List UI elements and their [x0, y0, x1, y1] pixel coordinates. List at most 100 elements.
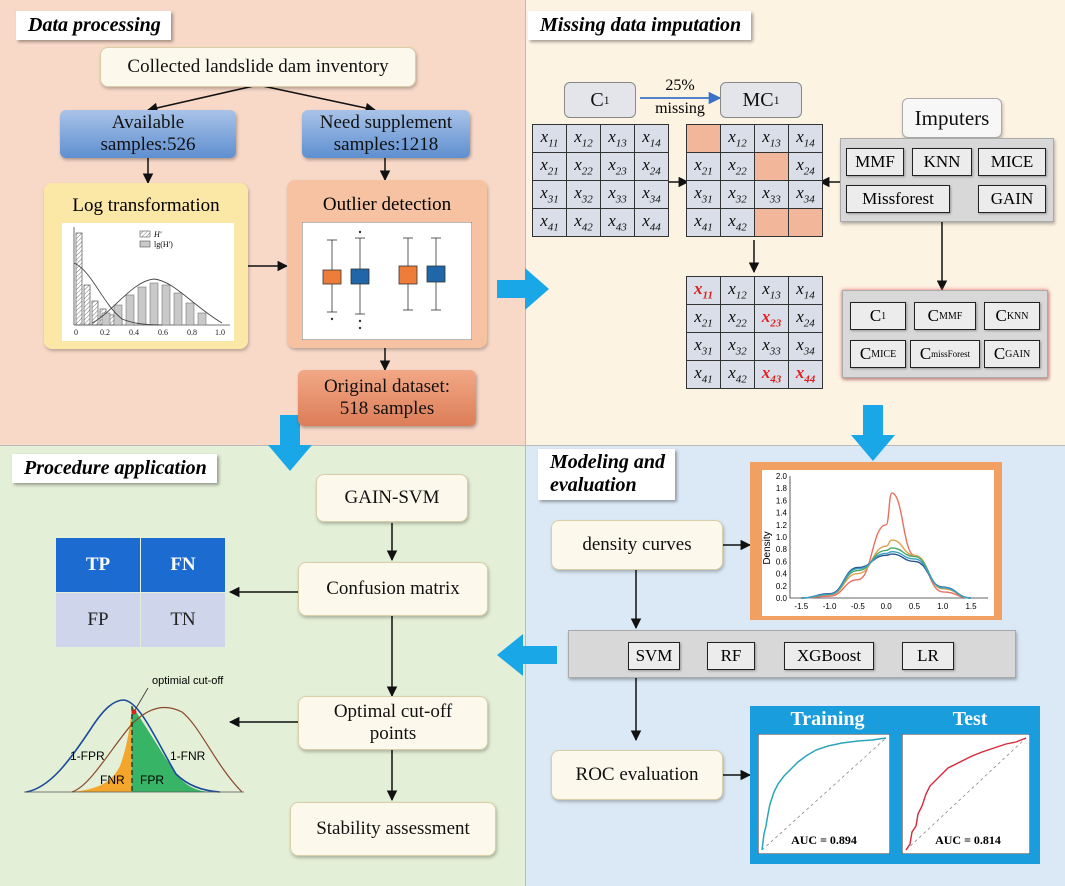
- cm-fn: FN: [141, 538, 225, 592]
- density-axes: [789, 476, 988, 599]
- imputer-mice: MICE: [978, 148, 1046, 176]
- flow-arrow-left: [497, 634, 557, 676]
- label-1-fpr: 1-FPR: [70, 749, 105, 763]
- c1-main: C: [590, 89, 604, 111]
- title-procedure-application: Procedure application: [12, 454, 217, 483]
- title-data-processing: Data processing: [16, 11, 171, 40]
- density-series-line: [801, 553, 972, 599]
- cm-fp: FP: [56, 593, 140, 647]
- density-ytick: 2.0: [776, 472, 788, 481]
- flow-arrow-down-right: [851, 405, 895, 461]
- density-series-line: [801, 492, 972, 599]
- hist-tick: 0.2: [100, 328, 110, 337]
- result-main: C: [859, 344, 872, 363]
- hist-tick: 0.8: [187, 328, 197, 337]
- cutoff-annotation: optimial cut-off: [152, 675, 224, 687]
- log-transformation-label: Log transformation: [72, 195, 220, 216]
- hist-legend-2: lg(H'): [154, 240, 173, 249]
- label-fpr: FPR: [140, 773, 164, 787]
- mc1-main: MC: [742, 89, 774, 111]
- title-missing-imputation: Missing data imputation: [528, 11, 752, 40]
- hist-tick: 0.6: [158, 328, 168, 337]
- density-ytick: 0.8: [776, 545, 788, 554]
- result-main: C: [927, 306, 939, 325]
- title-modeling-evaluation: Modeling and evaluation: [538, 449, 676, 500]
- available-line-2: samples:526: [100, 134, 196, 155]
- density-ytick: 1.2: [776, 521, 788, 530]
- result-sub: KNN: [1006, 310, 1029, 322]
- available-line-1: Available: [111, 112, 185, 133]
- density-ytick: 1.6: [776, 496, 788, 505]
- cutoff-line-1: Optimal cut-off: [333, 701, 453, 722]
- inventory-box: Collected landslide dam inventory: [100, 47, 416, 87]
- missing-pct: 25%: [665, 77, 695, 94]
- flow-arrow-right: [497, 268, 549, 310]
- roc-training-title: Training: [790, 708, 865, 730]
- supplement-line-2: samples:1218: [333, 134, 439, 155]
- original-dataset-box: Original dataset: 518 samples: [298, 370, 476, 426]
- hist-legend-1: H': [153, 230, 162, 239]
- result-main: C: [869, 306, 882, 325]
- result-main: C: [993, 344, 1006, 363]
- log-transformation-panel: Log transformation: [44, 183, 248, 349]
- original-line-2: 518 samples: [339, 398, 435, 419]
- supplement-samples-box: Need supplement samples:1218: [302, 110, 470, 158]
- auc-training: AUC = 0.894: [791, 833, 857, 847]
- gain-svm-box: GAIN-SVM: [316, 474, 468, 522]
- title-line-2: evaluation: [550, 474, 637, 496]
- label-1-fnr: 1-FNR: [170, 749, 206, 763]
- roc-test-title: Test: [952, 708, 988, 730]
- density-xtick: 0.5: [909, 602, 921, 611]
- density-ytick: 1.4: [776, 509, 788, 518]
- cutoff-distribution-chart: optimial cut-off 1-FPR FNR FPR 1-FNR: [24, 675, 244, 793]
- label-fnr: FNR: [100, 773, 125, 787]
- imputer-missforest: Missforest: [846, 185, 950, 213]
- original-line-1: Original dataset:: [323, 376, 451, 397]
- c1-sub: 1: [603, 93, 610, 107]
- result-main: C: [919, 344, 932, 363]
- density-ytick: 0.2: [776, 582, 788, 591]
- imputer-knn: KNN: [912, 148, 972, 176]
- hist-tick: 1.0: [215, 328, 225, 337]
- model-lr: LR: [902, 642, 954, 670]
- hist-tick: 0: [74, 328, 78, 337]
- result-sub: MICE: [871, 348, 897, 360]
- cm-tn: TN: [141, 593, 225, 647]
- confusion-matrix-box: Confusion matrix: [298, 562, 488, 616]
- density-ylabel: Density: [762, 531, 773, 564]
- roc-training-chart: AUC = 0.894: [758, 734, 890, 854]
- cm-tp: TP: [56, 538, 140, 592]
- roc-test-chart: AUC = 0.814: [902, 734, 1030, 854]
- flow-arrow-down-left: [268, 415, 312, 471]
- optimal-cutoff-box: Optimal cut-off points: [298, 696, 488, 750]
- histogram-chart: H' lg(H') 0 0.2 0.4 0.6 0.8 1.0: [62, 223, 234, 341]
- imputer-mmf: MMF: [846, 148, 904, 176]
- cutoff-line-2: points: [369, 723, 417, 744]
- model-rf: RF: [707, 642, 755, 670]
- supplement-line-1: Need supplement: [319, 112, 453, 133]
- result-main: C: [995, 306, 1007, 325]
- density-xtick: -1.0: [823, 602, 837, 611]
- outlier-detection-panel: Outlier detection: [287, 180, 487, 348]
- density-series-line: [801, 550, 972, 599]
- density-xtick: 0.0: [881, 602, 893, 611]
- density-ytick: 1.0: [776, 533, 788, 542]
- density-curves-box: density curves: [551, 520, 723, 570]
- result-sub: missForest: [931, 349, 971, 359]
- roc-frame: Training Test AUC = 0.894 AUC = 0.814: [750, 706, 1040, 864]
- density-ytick: 0.0: [776, 594, 788, 603]
- roc-evaluation-box: ROC evaluation: [551, 750, 723, 800]
- available-samples-box: Available samples:526: [60, 110, 236, 158]
- density-xtick: -1.5: [794, 602, 808, 611]
- imputer-gain: GAIN: [978, 185, 1046, 213]
